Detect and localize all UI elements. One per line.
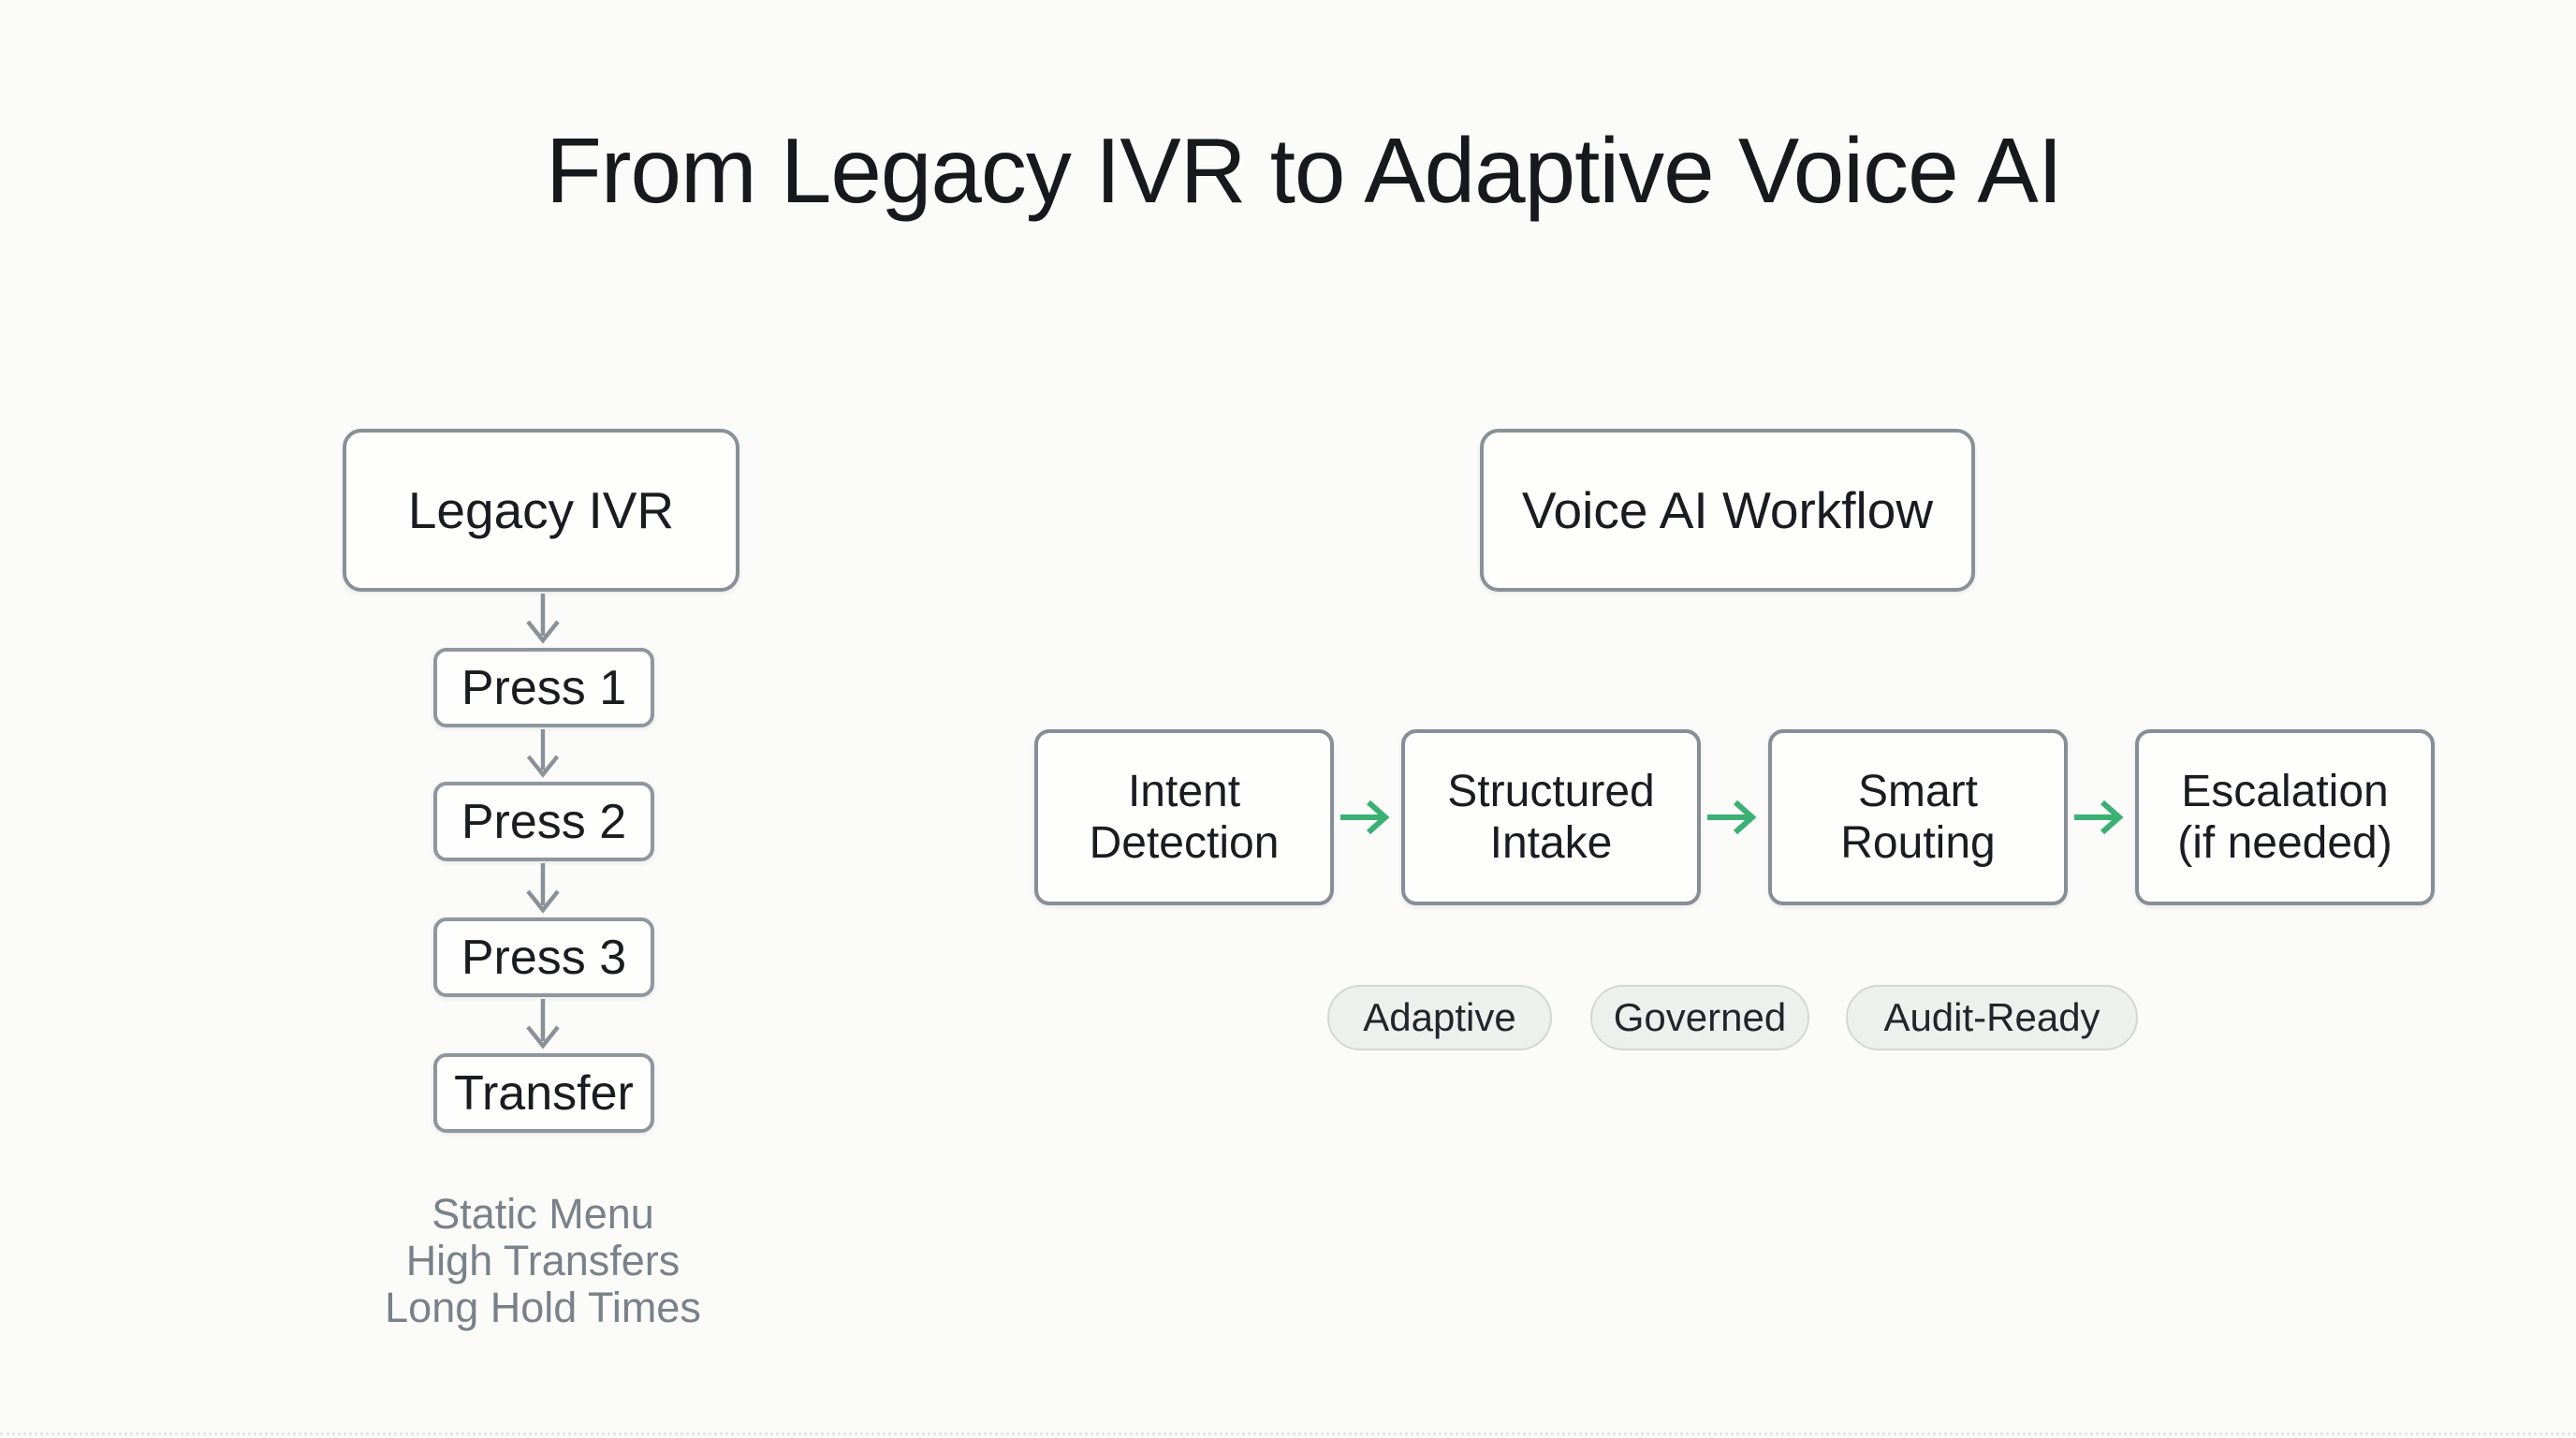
legacy-drawbacks: Static Menu High Transfers Long Hold Tim… [262, 1191, 824, 1331]
page-title: From Legacy IVR to Adaptive Voice AI [546, 119, 2063, 222]
workflow-step-label: Escalation (if needed) [2177, 767, 2393, 868]
workflow-step-escalation: Escalation (if needed) [2135, 729, 2435, 905]
down-arrow-icon [526, 728, 560, 778]
badge-label: Adaptive [1363, 995, 1516, 1039]
badge-governed: Governed [1590, 985, 1809, 1050]
right-arrow-icon [1707, 800, 1757, 835]
workflow-step-smart-routing: Smart Routing [1768, 729, 2068, 905]
step-node-press-2: Press 2 [433, 782, 654, 861]
step-label: Transfer [454, 1065, 634, 1121]
legacy-ivr-label: Legacy IVR [407, 481, 675, 539]
badge-label: Audit-Ready [1883, 995, 2100, 1039]
badge-audit-ready: Audit-Ready [1846, 985, 2138, 1050]
voice-ai-workflow-label: Voice AI Workflow [1521, 481, 1934, 539]
down-arrow-icon [526, 594, 560, 644]
step-label: Press 3 [461, 930, 627, 985]
drawback-line: High Transfers [405, 1237, 681, 1284]
voice-ai-workflow-node: Voice AI Workflow [1480, 429, 1975, 592]
right-arrow-icon [1340, 800, 1390, 835]
workflow-step-label: Smart Routing [1840, 767, 1996, 868]
step-label: Press 1 [461, 660, 627, 715]
down-arrow-icon [526, 999, 560, 1049]
step-node-press-1: Press 1 [433, 648, 654, 727]
drawback-line: Long Hold Times [385, 1284, 701, 1331]
step-label: Press 2 [461, 794, 627, 849]
badge-adaptive: Adaptive [1327, 985, 1552, 1050]
workflow-step-intent-detection: Intent Detection [1034, 729, 1334, 905]
workflow-step-label: Intent Detection [1089, 767, 1280, 868]
right-arrow-icon [2074, 800, 2124, 835]
workflow-step-label: Structured Intake [1447, 767, 1655, 868]
badge-label: Governed [1613, 995, 1787, 1039]
down-arrow-icon [526, 863, 560, 914]
step-node-press-3: Press 3 [433, 917, 654, 997]
legacy-ivr-node: Legacy IVR [343, 429, 739, 592]
workflow-step-structured-intake: Structured Intake [1401, 729, 1701, 905]
drawback-line: Static Menu [432, 1190, 654, 1238]
step-node-transfer: Transfer [433, 1053, 654, 1133]
bottom-edge-artifact [0, 1432, 2576, 1435]
